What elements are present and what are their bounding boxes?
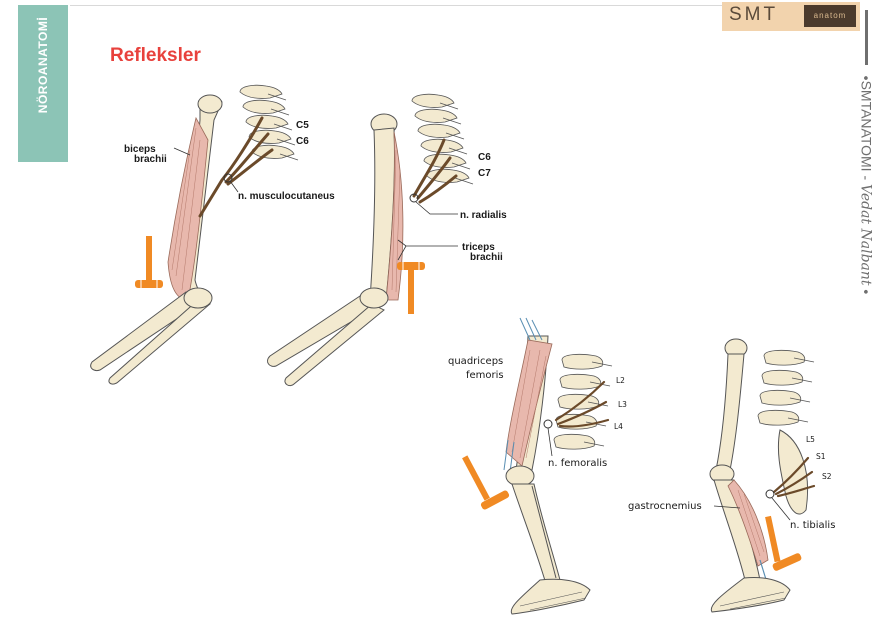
label-c6-lower: C6 [478,152,491,163]
label-quadriceps: quadriceps [448,356,503,367]
label-triceps-2: brachii [470,252,503,263]
biceps-arm-figure [91,85,298,384]
label-quadriceps-2: femoris [466,370,504,381]
label-c6-upper: C6 [296,136,309,147]
label-l3: L3 [618,400,627,409]
label-l4: L4 [614,422,623,431]
cervical-spine-1 [240,85,298,160]
label-radialis: n. radialis [460,210,507,221]
reflex-hammer-1 [146,236,152,282]
lumbar-spine-2 [758,350,814,425]
label-biceps-2: brachii [134,154,167,165]
label-l2: L2 [616,376,625,385]
label-s1: S1 [816,452,826,461]
label-c7: C7 [478,168,491,179]
reflex-hammer-2 [397,262,425,270]
label-musculocutaneus: n. musculocutaneus [238,191,335,202]
label-c5: C5 [296,120,309,131]
cervical-spine-2 [412,94,473,184]
reflex-hammer-3 [462,455,490,500]
label-gastrocnemius: gastrocnemius [628,501,702,512]
gastrocnemius-leg-figure [710,339,814,612]
label-s2: S2 [822,472,832,481]
label-femoralis: n. femoralis [548,458,607,469]
label-tibialis: n. tibialis [790,520,835,531]
label-l5: L5 [806,435,815,444]
